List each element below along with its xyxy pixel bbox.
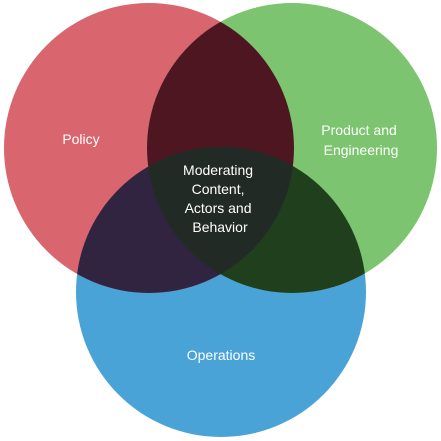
- product-label-line-2: Engineering: [324, 142, 399, 158]
- center-label-line-1: Moderating: [183, 162, 253, 178]
- center-label-line-4: Behavior: [192, 219, 248, 235]
- policy-label-line: Policy: [62, 131, 99, 147]
- operations-label: Operations: [187, 347, 255, 363]
- product-label-line-1: Product and: [321, 122, 397, 138]
- operations-label-line: Operations: [187, 347, 255, 363]
- product-engineering-label: Product and Engineering: [321, 122, 400, 158]
- center-label: Moderating Content, Actors and Behavior: [183, 162, 257, 235]
- policy-label: Policy: [62, 131, 99, 147]
- center-label-line-2: Content,: [192, 181, 245, 197]
- center-label-line-3: Actors and: [185, 200, 252, 216]
